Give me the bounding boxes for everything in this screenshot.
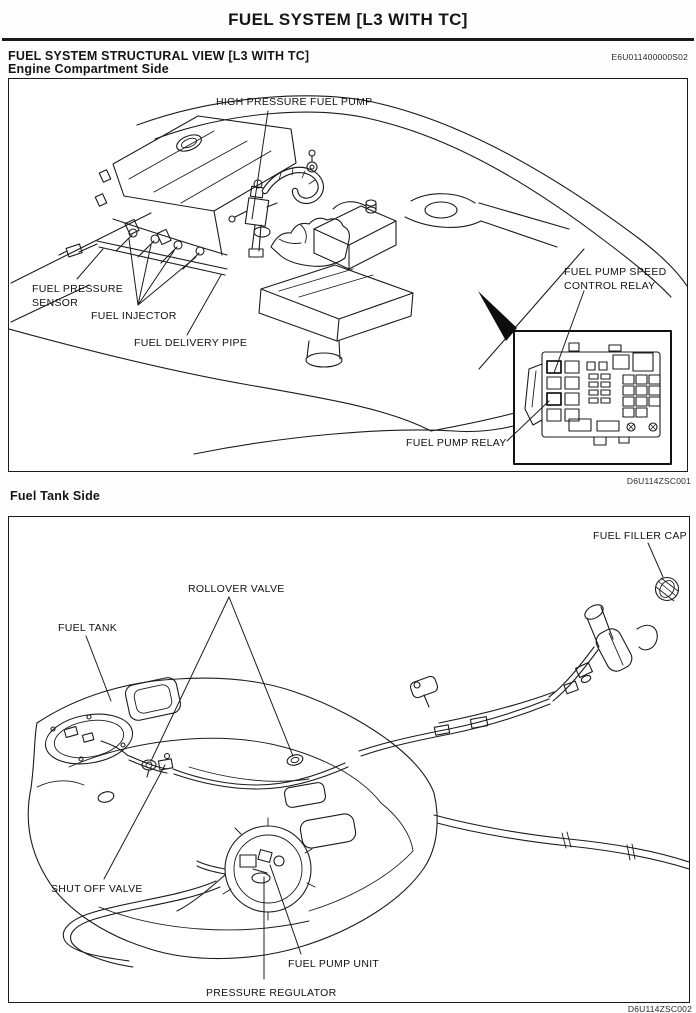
right-fuel-lines — [433, 814, 689, 870]
battery — [313, 199, 397, 270]
tank-figure-heading: Fuel Tank Side — [10, 489, 101, 503]
label-fuel-tank: FUEL TANK — [58, 622, 118, 634]
fuel-pump-relay-part — [546, 392, 562, 406]
label-high-pressure-fuel-pump: HIGH PRESSURE FUEL PUMP — [216, 96, 373, 108]
under-tank-tubes — [62, 874, 226, 968]
label-fuel-filler-cap: FUEL FILLER CAP — [593, 530, 687, 542]
shut-off-valve-part — [157, 758, 174, 771]
leader-lines — [76, 110, 585, 442]
section-heading: FUEL SYSTEM STRUCTURAL VIEW [L3 WITH TC] — [8, 49, 310, 63]
label-rollover-valve: ROLLOVER VALVE — [188, 583, 285, 595]
fuse-panel — [524, 342, 661, 446]
title-rule — [2, 38, 694, 41]
air-cleaner-box — [258, 264, 414, 368]
page-title: FUEL SYSTEM [L3 WITH TC] — [228, 10, 468, 29]
high-pressure-pump — [228, 149, 325, 258]
label-pressure-regulator: PRESSURE REGULATOR — [206, 987, 337, 999]
inset-pointer-wedge — [478, 291, 517, 341]
valve-cover — [94, 115, 297, 256]
tank-figure-code: D6U114ZSC002 — [627, 1004, 692, 1013]
engine-figure-heading: Engine Compartment Side — [8, 62, 169, 76]
filler-neck — [548, 604, 658, 702]
section-code: E6U011400000S02 — [611, 52, 688, 62]
label-shut-off-valve: SHUT OFF VALVE — [51, 883, 143, 895]
relay-box-inset — [478, 291, 672, 465]
fuel-filler-cap-part — [654, 576, 680, 602]
strut-tower-and-right-panel — [404, 193, 585, 370]
fuel-tank-drawing — [27, 542, 689, 980]
engine-compartment-drawing — [9, 95, 687, 465]
pipes-to-tank — [358, 675, 555, 757]
rollover-valves — [141, 754, 304, 778]
fuel-tank-figure: FUEL FILLER CAP ROLLOVER VALVE FUEL TANK… — [8, 516, 690, 1003]
engine-compartment-figure: HIGH PRESSURE FUEL PUMP FUEL PRESSURE SE… — [8, 78, 688, 472]
label-fuel-pressure-sensor: FUEL PRESSURE SENSOR — [32, 283, 124, 309]
label-fuel-pump-speed-control-relay: FUEL PUMP SPEED CONTROL RELAY — [564, 266, 667, 292]
label-fuel-pump-relay: FUEL PUMP RELAY — [406, 437, 507, 449]
fuel-pump-unit-part — [196, 817, 316, 921]
fuel-rail-and-injectors — [58, 228, 228, 276]
label-fuel-injector: FUEL INJECTOR — [91, 310, 177, 322]
sender-flange — [44, 713, 134, 765]
engine-figure-code: D6U114ZSC001 — [626, 476, 691, 486]
shut-off-valve-and-hoses — [126, 752, 349, 790]
label-fuel-delivery-pipe: FUEL DELIVERY PIPE — [134, 337, 248, 349]
label-fuel-pump-unit: FUEL PUMP UNIT — [288, 958, 380, 970]
tank-body — [27, 677, 438, 960]
intake-duct — [270, 217, 350, 267]
leader-lines — [85, 542, 664, 980]
